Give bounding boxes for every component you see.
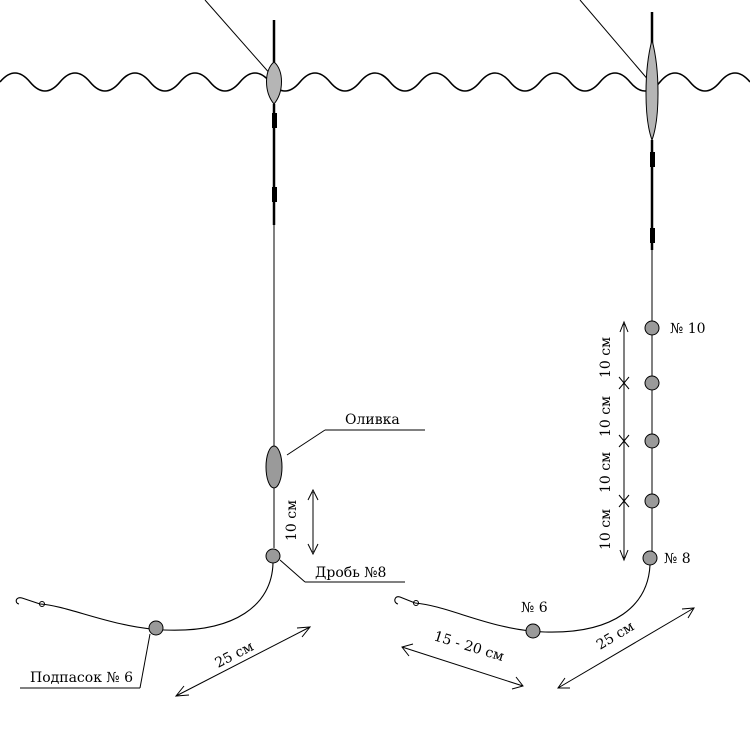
segment-cross-3 [618, 494, 630, 508]
segment-cross-2 [618, 434, 630, 448]
shot-weight-4 [644, 493, 660, 509]
shot-8-weight [265, 548, 281, 564]
right-float-ring-1 [650, 152, 655, 167]
right-float-body [645, 38, 659, 142]
left-hook-icon [15, 597, 41, 605]
dim-10cm-arrowhead-top [307, 488, 319, 501]
water-surface [0, 72, 750, 92]
no10-label: № 10 [670, 321, 706, 337]
dim-15-20-head-b [511, 676, 524, 690]
left-rod-line [204, 0, 273, 77]
dim-15-20-head-a [401, 643, 414, 657]
right-float-ring-2 [650, 228, 655, 243]
segment-label-4: 10 см [598, 509, 614, 550]
left-float-ring-1 [272, 113, 277, 128]
dim-25cm-left-head-a [174, 685, 190, 697]
shot-weight-2 [644, 375, 660, 391]
right-rod-line [579, 0, 651, 83]
segment-arrow-bottom [619, 549, 629, 562]
shot-weight-3 [644, 433, 660, 449]
right-leader-line [414, 564, 651, 633]
underbait-leader-line [139, 633, 151, 689]
left-leader-line [39, 562, 274, 631]
segment-label-1: 10 см [598, 337, 614, 378]
olive-label: Оливка [345, 412, 400, 428]
dim-15-20-label: 15 - 20 см [432, 629, 506, 666]
dim-25cm-left-arrow [175, 626, 311, 697]
dim-25cm-right-head-b [681, 607, 695, 619]
shot-10-weight [644, 320, 660, 336]
dim-25cm-right-label: 25 см [594, 619, 637, 654]
dim-25cm-left-head-b [296, 626, 312, 638]
no6-label: № 6 [521, 600, 548, 616]
dim-25cm-right-arrow [557, 607, 695, 689]
left-hook-eye [39, 601, 45, 607]
segment-arrow-top [619, 320, 629, 333]
shot8-label: Дробь №8 [315, 565, 386, 581]
left-float-body [266, 61, 282, 105]
underbait-label: Подпасок № 6 [30, 670, 133, 686]
shot8-leader-line [279, 559, 306, 583]
olive-weight [265, 445, 283, 489]
olive-leader-line [286, 429, 326, 456]
shot-8-weight-right [642, 550, 658, 566]
underbait-6-weight [148, 620, 164, 636]
segment-label-3: 10 см [598, 452, 614, 493]
left-rig: Оливка Дробь №8 Подпасок № 6 10 см 25 см [15, 0, 425, 697]
dim-25cm-right-head-a [557, 677, 570, 689]
right-rig: № 10 № 8 10 см 10 см 10 см 10 см № 6 15 … [394, 0, 706, 690]
dim-10cm-arrowhead-bottom [307, 543, 319, 556]
right-hook-eye [413, 600, 419, 606]
segment-cross-1 [618, 376, 630, 390]
segment-label-2: 10 см [598, 396, 614, 437]
dim-10cm-label: 10 см [284, 500, 300, 541]
left-float-ring-2 [272, 187, 277, 202]
no8-label: № 8 [664, 551, 691, 567]
dim-15-20-arrow [401, 646, 524, 687]
right-no6-weight [525, 623, 541, 639]
segment-dimensions: 10 см 10 см 10 см 10 см [598, 320, 630, 562]
right-hook-icon [394, 596, 416, 605]
dim-25cm-left-label: 25 см [213, 639, 257, 672]
